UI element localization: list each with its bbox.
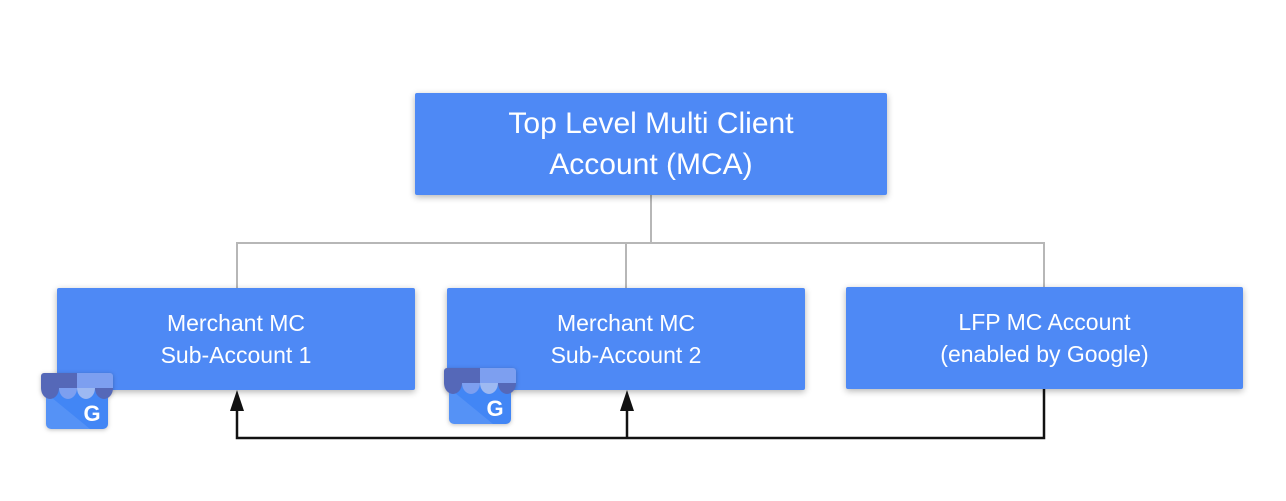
google-g-letter: G <box>83 401 100 426</box>
google-my-business-icon: G <box>41 373 113 429</box>
node-label-line2: Sub-Account 2 <box>550 342 702 368</box>
node-label-line1: LFP MC Account <box>958 309 1131 335</box>
arrowhead-up-icon <box>620 390 634 411</box>
google-g-letter: G <box>486 396 503 421</box>
node-label-line2: Sub-Account 1 <box>160 342 312 368</box>
node-lfp-mc-account: LFP MC Account (enabled by Google) <box>846 287 1243 389</box>
node-label-line1: Merchant MC <box>166 310 306 336</box>
node-top-level-mca: Top Level Multi Client Account (MCA) <box>415 93 887 195</box>
node-label-line2: Account (MCA) <box>549 148 753 181</box>
arrowhead-up-icon <box>230 390 244 411</box>
node-merchant-sub-account-1: Merchant MC Sub-Account 1 <box>57 288 415 390</box>
node-label-line1: Merchant MC <box>556 310 696 336</box>
feed-arrow-line <box>235 389 1046 440</box>
node-label-line2: (enabled by Google) <box>940 341 1149 367</box>
hierarchy-line <box>236 242 1045 288</box>
node-label-line1: Top Level Multi Client <box>508 107 794 140</box>
google-my-business-icon: G <box>444 368 516 424</box>
